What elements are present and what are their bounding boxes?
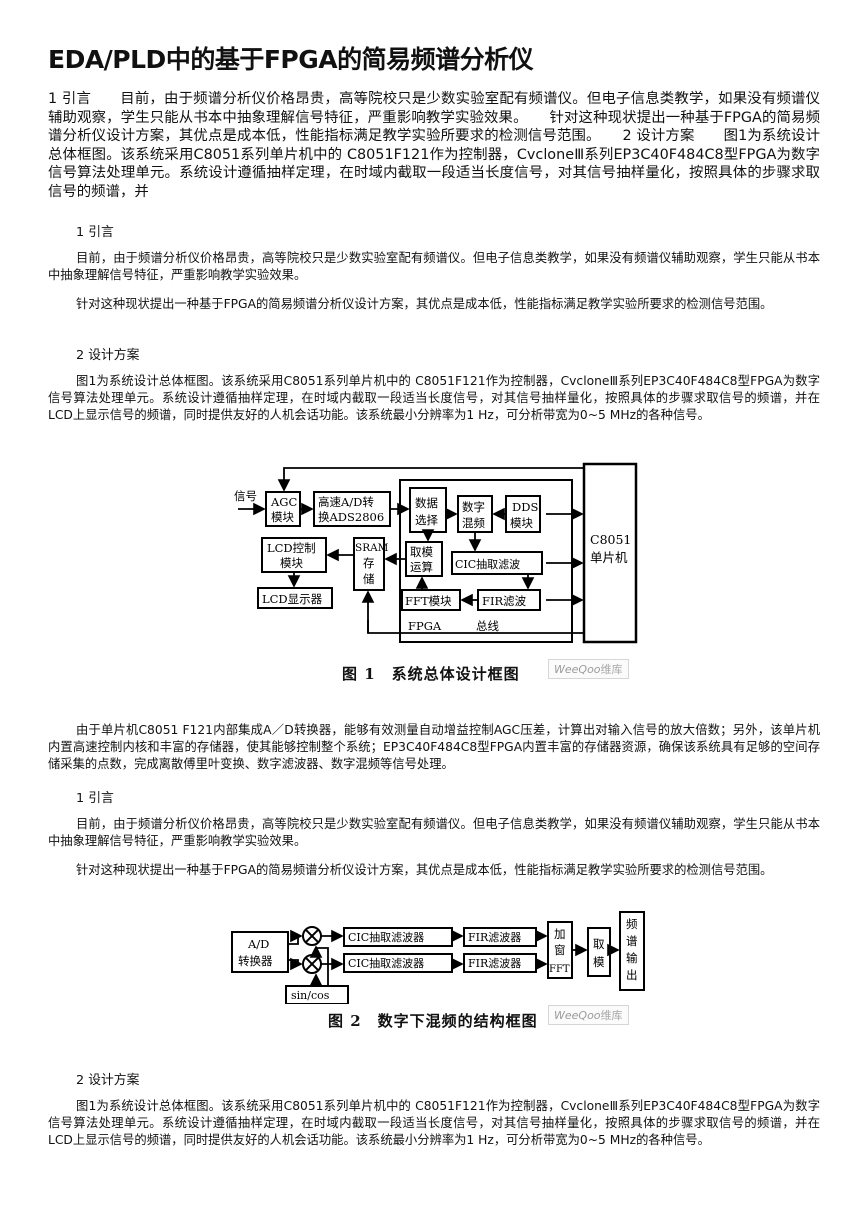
paragraph: 由于单片机C8051 F121内部集成A／D转换器，能够有效测量自动增益控制AG… (48, 723, 820, 771)
section-heading: 2 设计方案 (76, 1073, 140, 1088)
fig1-label: 信号 (234, 489, 257, 503)
paragraph: 图1为系统设计总体框图。该系统采用C8051系列单片机中的 C8051F121作… (48, 374, 820, 422)
fig1-label: FPGA (408, 619, 442, 633)
watermark-logo: WeeQoo维库 (548, 1005, 629, 1025)
watermark-text: WeeQoo (554, 663, 601, 676)
paragraph: 目前，由于频谱分析仪价格昂贵，高等院校只是少数实验室配有频谱仪。但电子信息类教学… (48, 817, 820, 848)
fig1-label: 总线 (476, 619, 499, 633)
fig2-label: A/D (247, 937, 269, 951)
adc-block (231, 931, 289, 973)
watermark-logo: WeeQoo维库 (548, 659, 629, 679)
fig1-label: C8051 (590, 532, 631, 547)
fig1-label: 存 (363, 556, 375, 570)
fig1-label: CIC抽取滤波 (455, 557, 520, 571)
fig1-label: 数字 (462, 500, 485, 514)
figure-1-svg: 信号 AGC 模块 高速A/D转 换ADS2806 数据 选择 数字 混频 DD… (234, 462, 638, 644)
section-heading: 2 设计方案 (76, 348, 140, 363)
fig2-label: 谱 (626, 934, 638, 948)
fig1-label: 高速A/D转 (318, 495, 374, 509)
figure-1-block-diagram: 信号 AGC 模块 高速A/D转 换ADS2806 数据 选择 数字 混频 DD… (228, 458, 648, 648)
fig2-label: CIC抽取滤波器 (348, 930, 424, 944)
fig2-label: 取 (593, 937, 605, 951)
fig1-label: SRAM (355, 542, 389, 554)
fig2-label: 窗 (554, 943, 566, 957)
fig2-label: 出 (626, 968, 638, 982)
fig1-label: 模块 (280, 556, 303, 570)
fig1-label: AGC (270, 495, 297, 509)
fig1-label: DDS (512, 500, 538, 514)
spectrum-output-block (619, 911, 645, 991)
fig1-label: 单片机 (590, 550, 628, 565)
fig1-label: LCD显示器 (262, 592, 323, 606)
fig2-label: 加 (554, 927, 566, 941)
fig1-label: 储 (363, 572, 375, 586)
paragraph: 图1为系统设计总体框图。该系统采用C8051系列单片机中的 C8051F121作… (48, 1099, 820, 1147)
sram-block (353, 537, 385, 591)
fig1-label: LCD控制 (267, 541, 316, 555)
fig2-label: 频 (626, 917, 638, 931)
fig2-label: 模 (593, 955, 605, 969)
fig1-label: 数据 (415, 496, 438, 510)
paragraph: 目前，由于频谱分析仪价格昂贵，高等院校只是少数实验室配有频谱仪。但电子信息类教学… (48, 251, 820, 282)
watermark-text: 维库 (600, 1009, 623, 1022)
lcd-display-block (257, 587, 333, 609)
fig1-label: 选择 (415, 513, 438, 527)
fft-block (401, 589, 461, 611)
intro-summary: 1 引言 目前，由于频谱分析仪价格昂贵，高等院校只是少数实验室配有频谱仪。但电子… (48, 91, 820, 200)
watermark-text: 维库 (600, 663, 623, 676)
fig1-label: FFT模块 (405, 594, 452, 608)
fig2-label: 输 (626, 951, 638, 965)
cic-block (451, 551, 543, 575)
fig2-label: sin/cos (291, 989, 330, 1002)
paragraph: 针对这种现状提出一种基于FPGA的简易频谱分析仪设计方案，其优点是成本低，性能指… (76, 297, 773, 311)
sincos-block (285, 985, 349, 1004)
figure-1-caption: 图 1 系统总体设计框图 (342, 665, 520, 683)
paragraph: 针对这种现状提出一种基于FPGA的简易频谱分析仪设计方案，其优点是成本低，性能指… (76, 863, 773, 877)
page-title: EDA/PLD中的基于FPGA的简易频谱分析仪 (48, 45, 534, 74)
fig2-label: FFT (549, 964, 570, 975)
fig1-label: 换ADS2806 (318, 510, 384, 524)
figure-2-block-diagram: A/D 转换器 CIC抽取滤波器 CIC抽取滤波器 FIR滤波器 FIR滤波器 … (228, 908, 648, 1004)
fig2-label: FIR滤波器 (468, 931, 521, 944)
fig1-label: 混频 (462, 516, 485, 530)
section-heading: 1 引言 (76, 791, 114, 806)
fig2-label: FIR滤波器 (468, 957, 521, 970)
fig1-label: FIR滤波 (482, 594, 527, 608)
fig2-label: 转换器 (238, 954, 273, 968)
figure-2-svg: A/D 转换器 CIC抽取滤波器 CIC抽取滤波器 FIR滤波器 FIR滤波器 … (231, 911, 645, 1004)
fig1-label: 取模 (410, 545, 433, 559)
fig2-label: CIC抽取滤波器 (348, 956, 424, 970)
watermark-text: WeeQoo (554, 1009, 601, 1022)
mcu-block (582, 462, 638, 644)
section-heading: 1 引言 (76, 225, 114, 240)
figure-2-caption: 图 2 数字下混频的结构框图 (328, 1012, 538, 1030)
fig1-label: 运算 (410, 560, 433, 574)
fig1-label: 模块 (510, 516, 533, 530)
fig1-label: 模块 (271, 510, 294, 524)
